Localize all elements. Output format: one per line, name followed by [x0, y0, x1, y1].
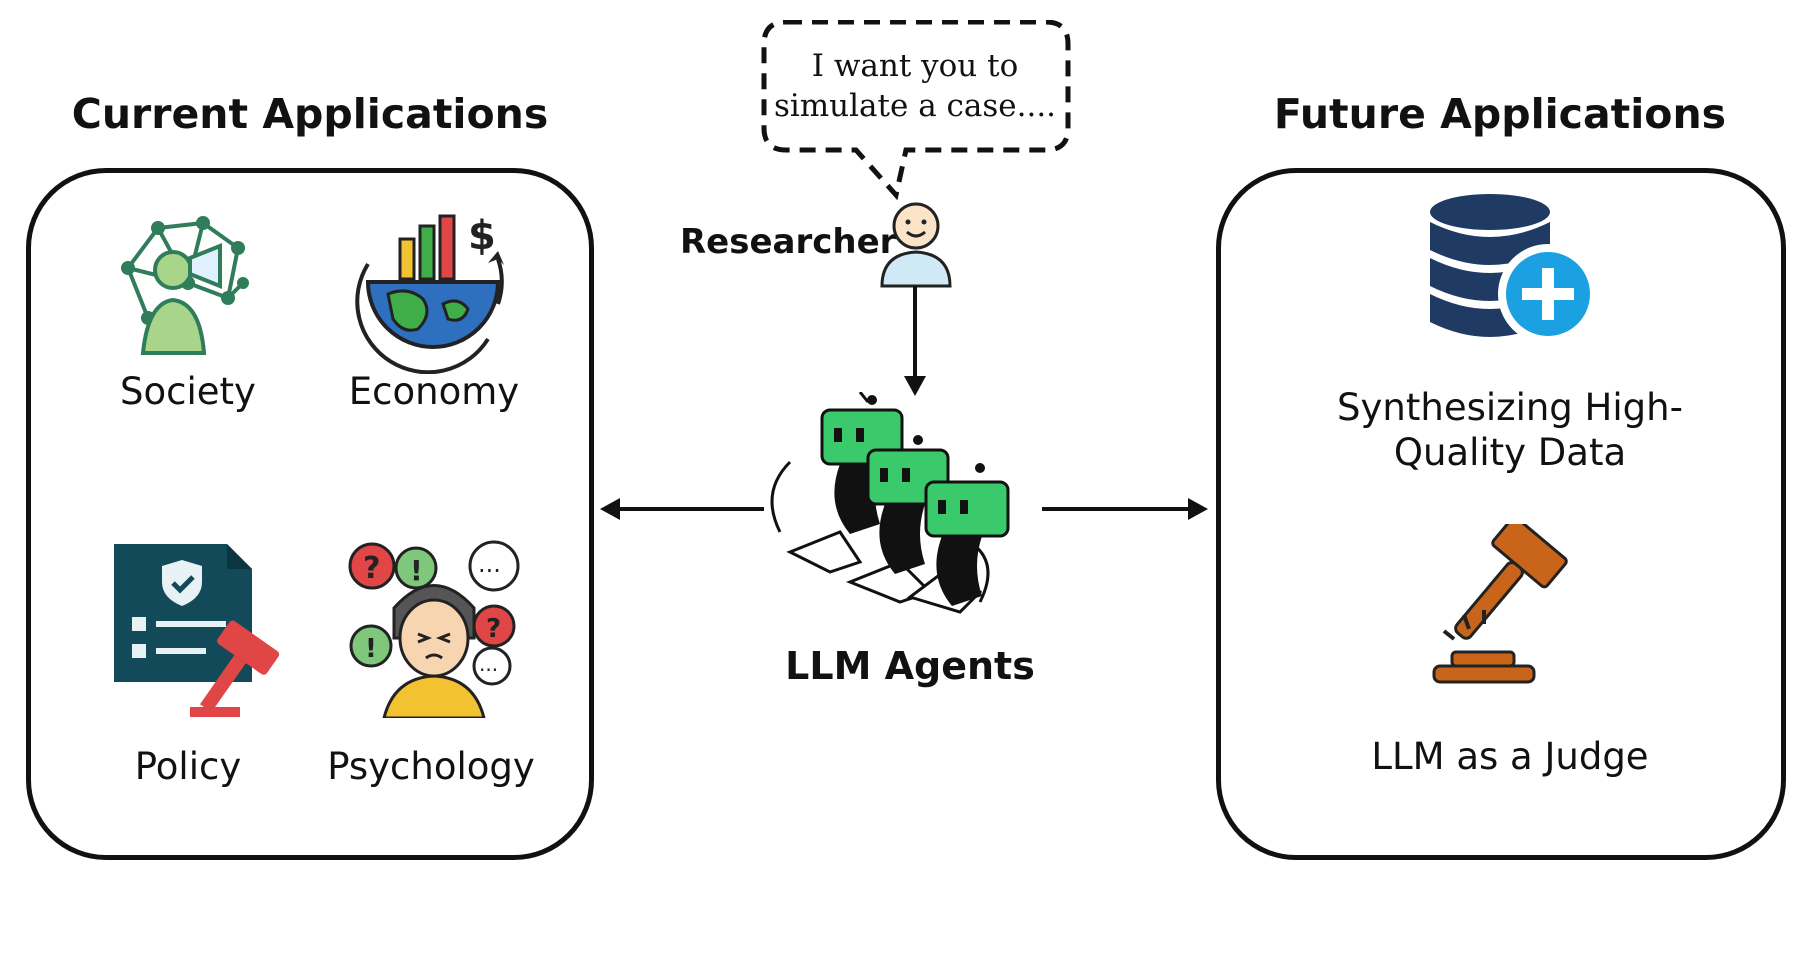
synthesizing-data-label-line1: Synthesizing High-	[1337, 386, 1683, 429]
current-applications-panel	[26, 168, 594, 860]
speech-text: I want you to simulate a case....	[770, 46, 1060, 126]
database-plus-icon	[1428, 192, 1608, 352]
researcher-icon	[876, 198, 956, 288]
svg-text:?: ?	[486, 614, 501, 644]
psychology-icon: ? ! ... ? ! ...	[344, 538, 524, 718]
researcher-label: Researcher	[680, 222, 897, 262]
left-arrow	[600, 494, 766, 528]
svg-text:!: !	[365, 634, 377, 664]
policy-label: Policy	[134, 745, 242, 788]
llm-as-judge-label: LLM as a Judge	[1371, 735, 1649, 778]
future-applications-panel	[1216, 168, 1786, 860]
current-applications-title: Current Applications	[71, 90, 549, 138]
speech-bubble	[756, 19, 1076, 204]
gavel-icon	[1424, 524, 1604, 694]
speech-line-1: I want you to	[811, 48, 1019, 84]
economy-label: Economy	[348, 370, 520, 413]
psychology-label: Psychology	[327, 745, 535, 788]
svg-text:...: ...	[478, 550, 501, 578]
svg-text:...: ...	[479, 652, 498, 676]
down-arrow	[900, 286, 930, 402]
society-label: Society	[120, 370, 256, 413]
svg-text:$: $	[468, 213, 496, 259]
llm-agents-label: LLM Agents	[785, 644, 1035, 688]
synthesizing-data-label-line2: Quality Data	[1393, 431, 1627, 474]
svg-text:!: !	[410, 554, 423, 587]
future-applications-title: Future Applications	[1273, 90, 1727, 138]
economy-icon: $	[348, 204, 518, 374]
policy-icon	[112, 542, 302, 722]
svg-text:?: ?	[363, 551, 380, 586]
speech-line-2: simulate a case....	[773, 88, 1057, 124]
synthesizing-data-label: Synthesizing High- Quality Data	[1300, 385, 1720, 475]
society-icon	[108, 208, 258, 358]
llm-agents-robots-icon	[760, 392, 1030, 632]
right-arrow	[1042, 494, 1210, 528]
